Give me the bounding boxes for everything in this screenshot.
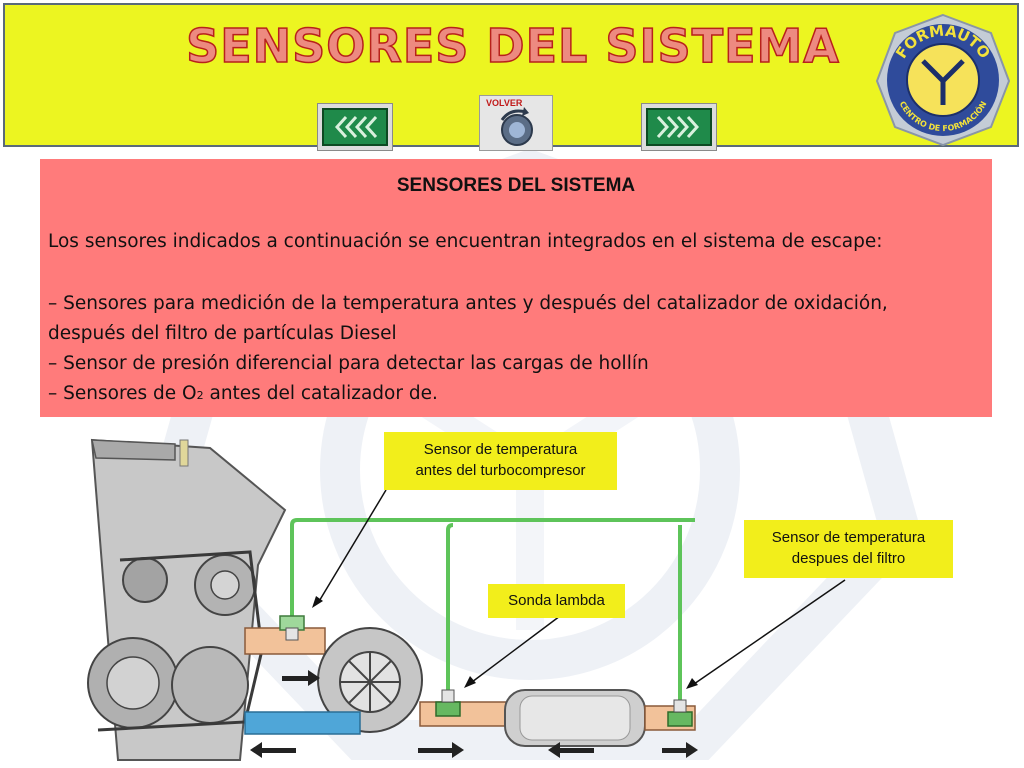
page-title: SENSORES DEL SISTEMA: [185, 18, 840, 74]
rewind-arrows-icon: [334, 115, 378, 139]
info-panel: SENSORES DEL SISTEMA Los sensores indica…: [40, 159, 992, 417]
volver-button[interactable]: VOLVER: [479, 95, 553, 151]
info-bullet-3: – Sensores de O2 antes del catalizador d…: [48, 383, 438, 404]
info-bullet-2: – Sensor de presión diferencial para det…: [48, 353, 649, 374]
forward-arrows-icon: [656, 115, 700, 139]
next-button[interactable]: [641, 103, 717, 151]
return-globe-icon: [500, 107, 533, 146]
label-lambda-probe: Sonda lambda: [488, 584, 625, 618]
info-title: SENSORES DEL SISTEMA: [396, 175, 636, 196]
label-temp-after-filter: Sensor de temperatura despues del filtro: [744, 520, 953, 578]
formauto-logo: FORMAUTO CENTRO DE FORMACIÓN: [875, 13, 1011, 147]
info-bullet-1-line-1: – Sensores para medición de la temperatu…: [48, 293, 888, 314]
header-bar: SENSORES DEL SISTEMA VOLVER: [3, 3, 1019, 151]
previous-button[interactable]: [317, 103, 393, 151]
info-intro: Los sensores indicados a continuación se…: [48, 231, 883, 252]
info-bullet-1-line-2: después del filtro de partículas Diesel: [48, 323, 397, 344]
label-temp-before-turbo: Sensor de temperatura antes del turbocom…: [384, 432, 617, 490]
volver-label: VOLVER: [486, 98, 523, 108]
